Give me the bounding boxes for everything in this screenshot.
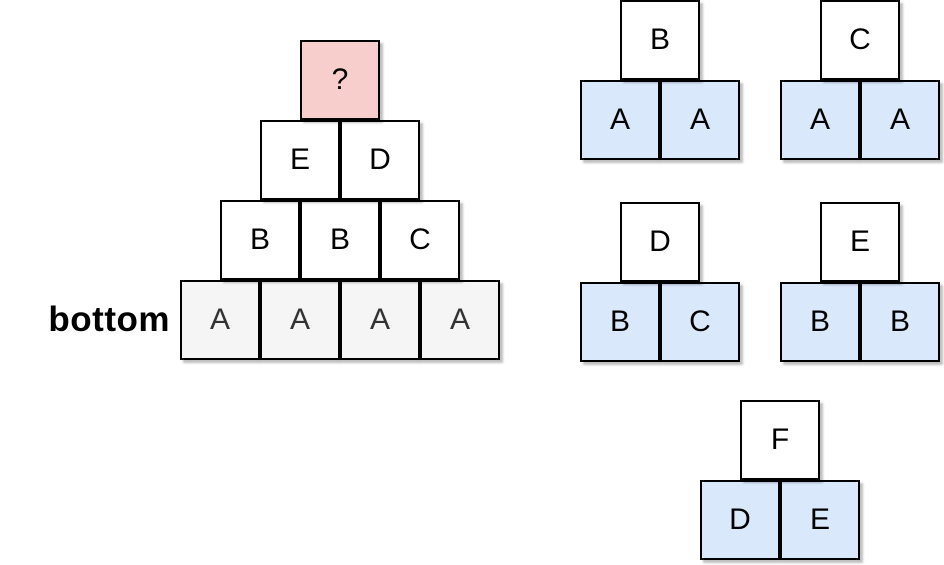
pyramid-row3-block-3: C xyxy=(380,200,460,280)
rule3-bottom-right-block: C xyxy=(660,282,740,362)
rule2-bottom-right-block: A xyxy=(860,80,940,160)
rule4-bottom-right-block: B xyxy=(860,282,940,362)
rule4-bottom-left-block: B xyxy=(780,282,860,362)
pyramid-row2-block-1: E xyxy=(260,120,340,200)
rule3-bottom-left-block: B xyxy=(580,282,660,362)
rule1-bottom-left-block: A xyxy=(580,80,660,160)
rule4-top-block: E xyxy=(820,202,900,282)
pyramid-row3-block-1: B xyxy=(220,200,300,280)
pyramid-top-unknown-block: ? xyxy=(300,40,380,120)
rule1-top-block: B xyxy=(620,0,700,80)
rule5-bottom-left-block: D xyxy=(700,480,780,560)
rule5-top-block: F xyxy=(740,400,820,480)
pyramid-base-block-2: A xyxy=(260,280,340,360)
rule3-top-block: D xyxy=(620,202,700,282)
pyramid-base-block-1: A xyxy=(180,280,260,360)
bottom-row-label: bottom xyxy=(48,300,170,339)
rule1-bottom-right-block: A xyxy=(660,80,740,160)
rule2-bottom-left-block: A xyxy=(780,80,860,160)
rule5-bottom-right-block: E xyxy=(780,480,860,560)
pyramid-row2-block-2: D xyxy=(340,120,420,200)
pyramid-base-block-3: A xyxy=(340,280,420,360)
pyramid-base-block-4: A xyxy=(420,280,500,360)
rule2-top-block: C xyxy=(820,0,900,80)
pyramid-row3-block-2: B xyxy=(300,200,380,280)
